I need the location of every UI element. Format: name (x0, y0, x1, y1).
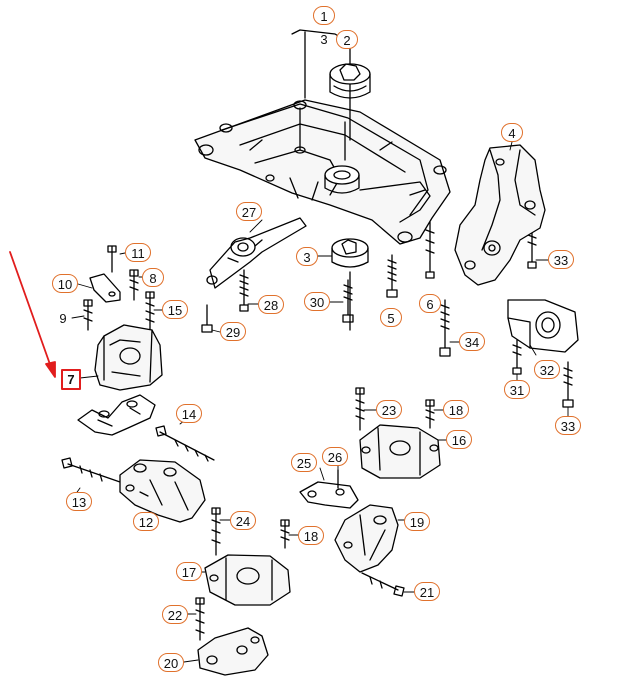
callout-part-31: 31 (504, 380, 530, 399)
callout-part-32: 32 (534, 360, 560, 379)
callout-part-26: 26 (322, 447, 348, 466)
callout-part-24: 24 (230, 511, 256, 530)
body-bracket (77, 394, 156, 436)
bracket-12 (119, 459, 206, 523)
mounting-bracket-4 (454, 144, 546, 286)
callout-part-9: 9 (59, 311, 67, 326)
callout-part-6: 6 (419, 294, 441, 313)
torque-rod (206, 217, 307, 289)
callout-part-11: 11 (125, 243, 151, 262)
bracket-20 (197, 627, 269, 676)
engine-mount-7 (94, 324, 163, 391)
callout-part-5: 5 (380, 308, 402, 327)
callout-part-20: 20 (158, 653, 184, 672)
callout-part-29: 29 (220, 322, 246, 341)
callout-part-33-lower: 33 (555, 416, 581, 435)
callout-part-18-upper: 18 (443, 400, 469, 419)
bolts (61, 221, 574, 641)
callout-part-27: 27 (236, 202, 262, 221)
callout-part-3-lower: 3 (296, 247, 318, 266)
callout-part-34: 34 (459, 332, 485, 351)
callout-part-1: 1 (313, 6, 335, 25)
callout-part-28: 28 (258, 295, 284, 314)
callout-part-2: 2 (336, 30, 358, 49)
callout-part-10: 10 (52, 274, 78, 293)
callout-part-19: 19 (404, 512, 430, 531)
callout-part-18-lower: 18 (298, 526, 324, 545)
callout-part-4: 4 (501, 123, 523, 142)
rubber-bush-lower (331, 238, 369, 331)
subframe-part (194, 99, 451, 245)
support-bracket-19 (334, 504, 399, 573)
callout-part-14: 14 (176, 404, 202, 423)
callout-part-8: 8 (142, 268, 164, 287)
callout-part-7-highlighted: 7 (61, 369, 81, 390)
callout-part-25: 25 (291, 453, 317, 472)
engine-mount-17 (204, 554, 291, 606)
callout-part-3-top: 3 (320, 32, 328, 47)
callout-part-13: 13 (66, 492, 92, 511)
callout-part-15: 15 (162, 300, 188, 319)
callout-part-33-upper: 33 (548, 250, 574, 269)
callout-part-12: 12 (133, 512, 159, 531)
bracket-25 (299, 469, 359, 509)
callout-part-21: 21 (414, 582, 440, 601)
red-pointer-arrow (9, 251, 56, 378)
callout-part-23: 23 (376, 400, 402, 419)
gearbox-mount-16 (359, 424, 441, 479)
callout-part-30: 30 (304, 292, 330, 311)
callout-part-22: 22 (162, 605, 188, 624)
callout-part-16: 16 (446, 430, 472, 449)
callout-part-17: 17 (176, 562, 202, 581)
plate-10 (89, 273, 121, 303)
leader-lines (71, 141, 569, 663)
bushing-mount-32 (507, 299, 579, 353)
rubber-bush-top (329, 63, 371, 99)
